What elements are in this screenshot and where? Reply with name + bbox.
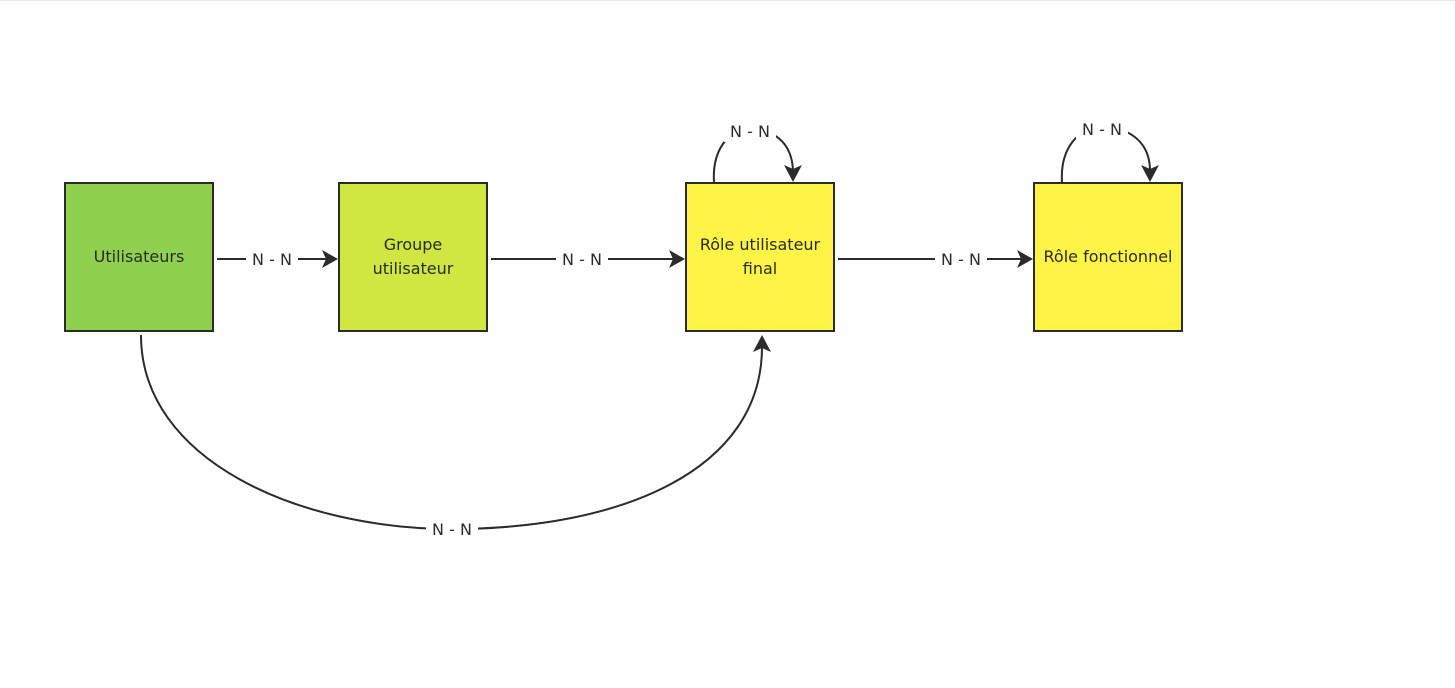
node-role-utilisateur-final[interactable]: Rôle utilisateur final [685, 182, 835, 332]
node-label: Utilisateurs [93, 247, 185, 266]
arrowhead-icon [322, 250, 338, 268]
edge-users-to-enduser[interactable]: N - N [140, 334, 771, 540]
edge-label: N - N [562, 250, 602, 269]
edge-label-bg [246, 248, 298, 270]
node-label: Groupe utilisateur [372, 235, 454, 278]
edge-label-bg [935, 248, 987, 270]
edge-enduser-to-func[interactable]: N - N [838, 248, 1033, 270]
edge-func-self-loop[interactable]: N - N [1060, 118, 1159, 183]
edge-label: N - N [432, 520, 472, 539]
arrowhead-icon [753, 335, 771, 352]
node-label: Rôle utilisateur final [699, 235, 821, 278]
node-groupe-utilisateur[interactable]: Groupe utilisateur [338, 182, 488, 332]
edge-label-bg [556, 248, 608, 270]
edge-label: N - N [730, 122, 770, 141]
arrowhead-icon [669, 250, 685, 268]
node-label: Rôle fonctionnel [1043, 247, 1173, 266]
node-role-fonctionnel[interactable]: Rôle fonctionnel [1033, 182, 1183, 332]
edge-users-to-group[interactable]: N - N [217, 248, 338, 270]
arrowhead-icon [1017, 250, 1033, 268]
arrowhead-icon [784, 165, 802, 182]
edge-label-bg [426, 518, 478, 540]
edge-users-to-enduser-line [140, 334, 763, 531]
edge-enduser-self-loop[interactable]: N - N [712, 120, 802, 183]
edge-label: N - N [252, 250, 292, 269]
node-utilisateurs[interactable]: Utilisateurs [64, 182, 214, 332]
edge-label: N - N [1082, 120, 1122, 139]
arrowhead-icon [1141, 165, 1159, 182]
edge-group-to-enduser[interactable]: N - N [491, 248, 685, 270]
edge-label-bg [1076, 118, 1128, 140]
edge-label: N - N [941, 250, 981, 269]
edge-label-bg [724, 120, 776, 142]
